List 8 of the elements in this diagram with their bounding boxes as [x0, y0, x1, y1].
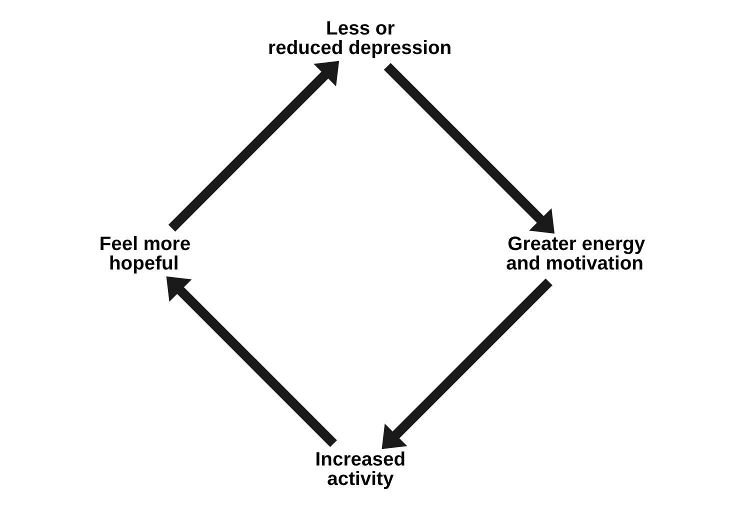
arrow [384, 62, 555, 234]
node-text: Less or reduced depression [268, 18, 452, 59]
node-text: Increased activity [315, 450, 406, 490]
arrow [168, 60, 340, 232]
arrow [166, 276, 337, 448]
arrow [382, 278, 552, 450]
node-text: Greater energy and motivation [506, 234, 646, 274]
node-text: Feel more hopeful [99, 234, 191, 274]
